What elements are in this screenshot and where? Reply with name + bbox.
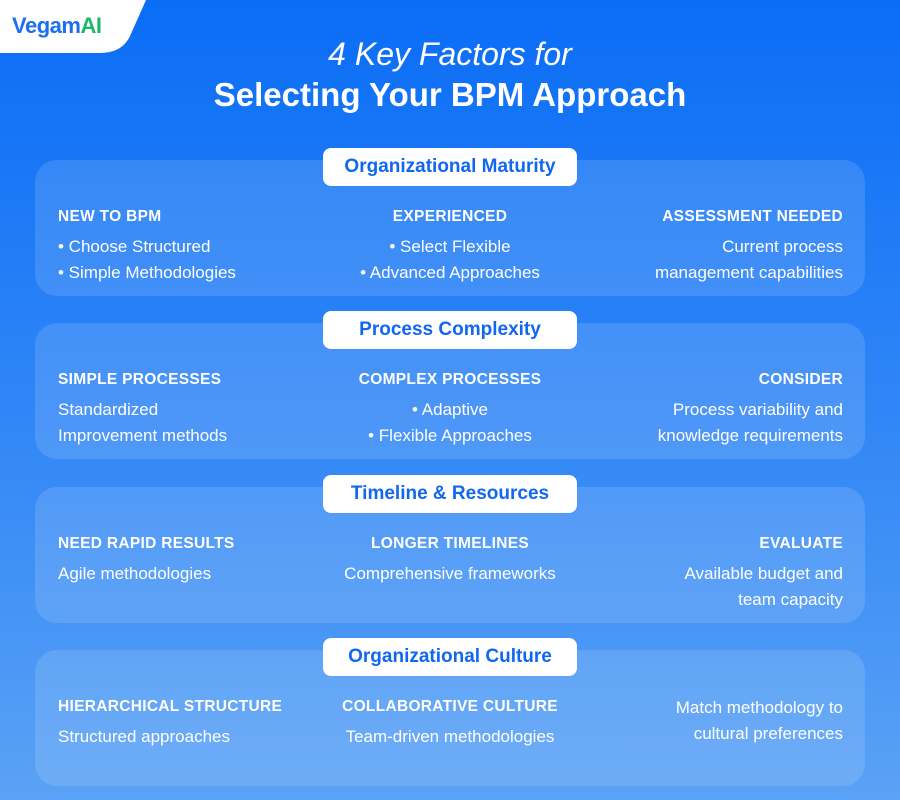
- column-heading: EVALUATE: [759, 535, 843, 552]
- factor-column: EXPERIENCED • Select Flexible • Advanced A…: [300, 204, 600, 286]
- column-text: Current process: [722, 237, 843, 256]
- column-heading: NEW TO BPM: [58, 208, 162, 225]
- title-line-1: 4 Key Factors for: [328, 36, 572, 72]
- column-text: • Choose Structured: [58, 237, 211, 256]
- factor-column: NEED RAPID RESULTS Agile methodologies: [58, 531, 358, 587]
- column-text: • Select Flexible: [389, 237, 511, 256]
- column-text: • Flexible Approaches: [368, 426, 532, 445]
- column-heading: COLLABORATIVE CULTURE: [342, 698, 558, 715]
- column-heading: EXPERIENCED: [392, 208, 508, 225]
- column-text: knowledge requirements: [657, 426, 843, 445]
- factor-column: Match methodology to cultural preferences: [543, 694, 843, 747]
- column-heading: HIERARCHICAL STRUCTURE: [58, 698, 283, 715]
- logo: VegamAI: [0, 0, 146, 53]
- column-text: Agile methodologies: [58, 564, 212, 583]
- column-text: Comprehensive frameworks: [344, 564, 556, 583]
- logo-text: egam: [24, 13, 81, 38]
- column-text: • Adaptive: [412, 400, 488, 419]
- column-heading: NEED RAPID RESULTS: [58, 535, 235, 552]
- column-text: Standardized: [58, 400, 159, 419]
- logo-mark: V: [12, 13, 25, 38]
- logo-suffix: AI: [80, 13, 102, 38]
- section-title: Organizational Culture: [323, 638, 577, 676]
- column-text: Structured approaches: [58, 727, 230, 746]
- column-text: Team-driven methodologies: [345, 727, 555, 746]
- factor-column: ASSESSMENT NEEDED Current process manageme…: [543, 204, 843, 286]
- column-heading: COMPLEX PROCESSES: [358, 371, 542, 388]
- column-text: • Simple Methodologies: [58, 263, 236, 282]
- column-text: Match methodology to: [675, 698, 843, 717]
- column-heading: ASSESSMENT NEEDED: [662, 208, 843, 225]
- factor-column: CONSIDER Process variability and knowledge…: [543, 367, 843, 449]
- factor-column: NEW TO BPM • Choose Structured • Simple Me…: [58, 204, 358, 286]
- column-text: management capabilities: [654, 263, 843, 282]
- column-text: Process variability and: [672, 400, 843, 419]
- section-title: Organizational Maturity: [323, 148, 577, 186]
- column-text: cultural preferences: [693, 724, 843, 743]
- factor-column: COMPLEX PROCESSES • Adaptive • Flexible Ap…: [300, 367, 600, 449]
- column-heading: CONSIDER: [758, 371, 843, 388]
- title-line-2: Selecting Your BPM Approach: [213, 76, 687, 113]
- factor-column: COLLABORATIVE CULTURE Team-driven methodo…: [300, 694, 600, 750]
- factor-column: EVALUATE Available budget and team capacit…: [543, 531, 844, 613]
- column-text: • Advanced Approaches: [360, 263, 540, 282]
- section-title: Timeline & Resources: [323, 475, 577, 513]
- column-text: Improvement methods: [58, 426, 228, 445]
- column-text: team capacity: [738, 590, 843, 609]
- column-heading: SIMPLE PROCESSES: [58, 371, 222, 388]
- section-title: Process Complexity: [323, 311, 577, 349]
- column-heading: LONGER TIMELINES: [370, 535, 530, 552]
- column-text: Available budget and: [684, 564, 844, 583]
- factor-column: LONGER TIMELINES Comprehensive frameworks: [300, 531, 600, 587]
- factor-column: HIERARCHICAL STRUCTURE Structured approac…: [58, 694, 358, 750]
